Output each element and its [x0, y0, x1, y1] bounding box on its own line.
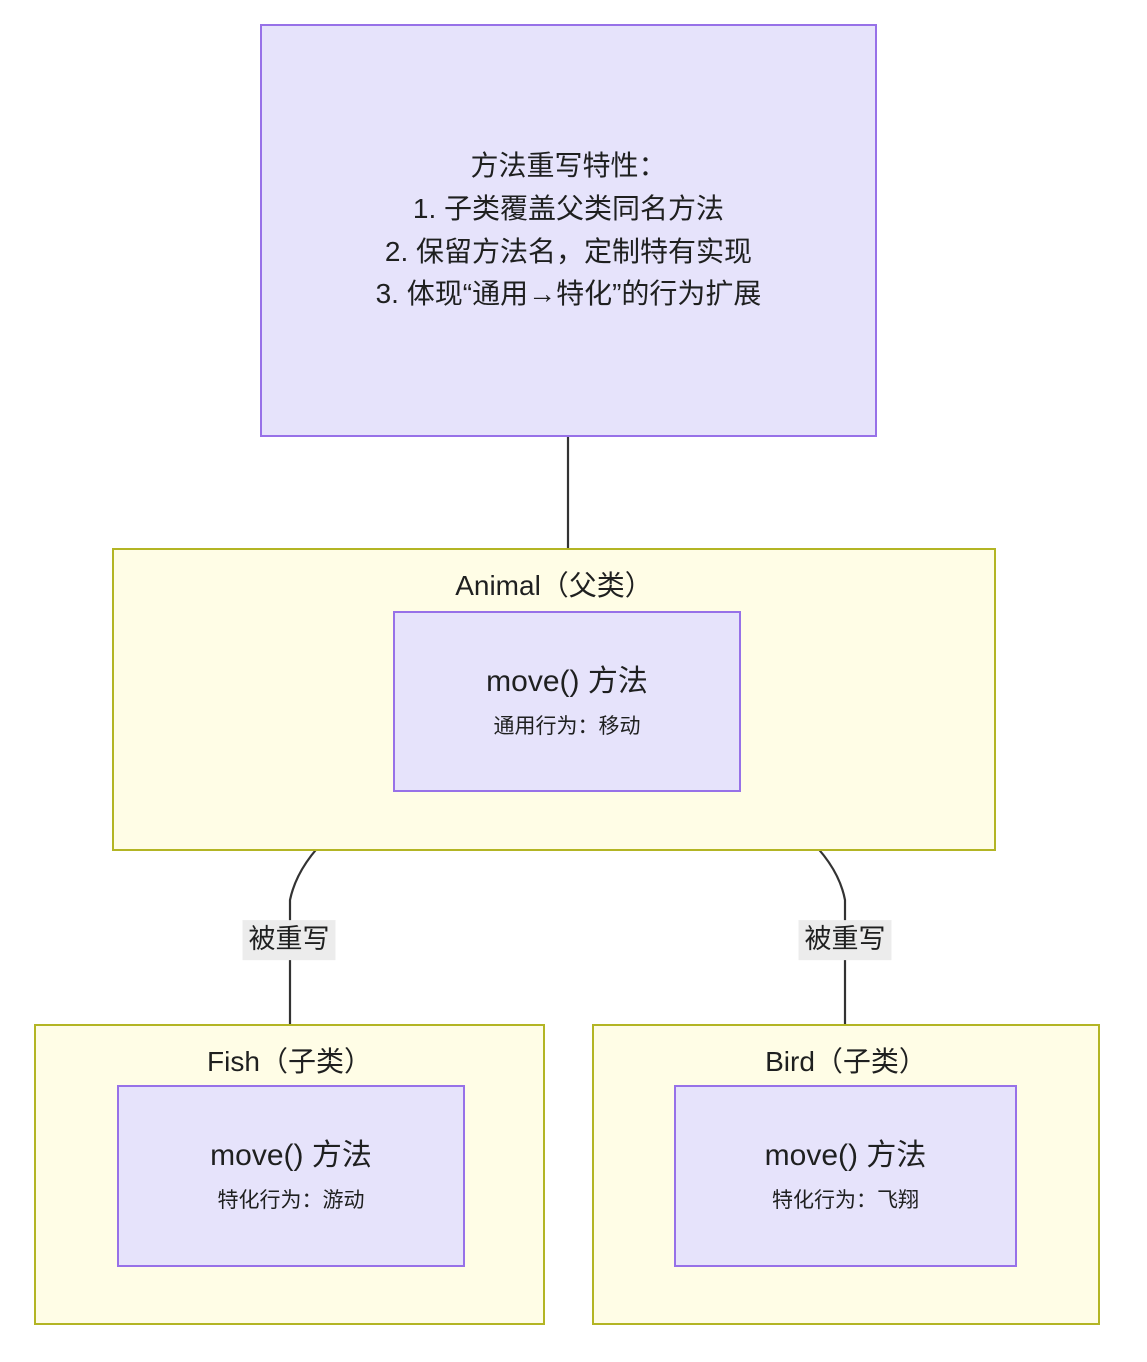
note-line-3: 3. 体现“通用→特化”的行为扩展	[375, 278, 762, 310]
note-heading: 方法重写特性：	[470, 150, 667, 182]
note-line-1: 1. 子类覆盖父类同名方法	[412, 192, 725, 224]
node-bird-move-method[interactable]: move() 方法 特化行为：飞翔	[674, 1085, 1017, 1267]
cluster-title-animal: Animal（父类）	[455, 570, 653, 601]
edge-label-animal-to-fish: 被重写	[242, 920, 336, 960]
node-fish-move-title: move() 方法	[210, 1139, 372, 1173]
node-fish-move-method[interactable]: move() 方法 特化行为：游动	[117, 1085, 465, 1267]
node-bird-move-subtitle: 特化行为：飞翔	[772, 1189, 919, 1213]
node-animal-move-method[interactable]: move() 方法 通用行为：移动	[393, 611, 741, 792]
node-animal-move-subtitle: 通用行为：移动	[493, 714, 641, 738]
node-bird-move-title: move() 方法	[764, 1139, 927, 1173]
note-box-method-override-features: 方法重写特性： 1. 子类覆盖父类同名方法 2. 保留方法名，定制特有实现 3.…	[260, 24, 877, 437]
note-line-2: 2. 保留方法名，定制特有实现	[384, 235, 753, 267]
cluster-title-bird: Bird（子类）	[765, 1046, 927, 1077]
edge-label-animal-to-bird: 被重写	[798, 920, 892, 960]
cluster-title-fish: Fish（子类）	[207, 1046, 372, 1077]
node-fish-move-subtitle: 特化行为：游动	[217, 1189, 365, 1213]
node-animal-move-title: move() 方法	[486, 664, 648, 698]
